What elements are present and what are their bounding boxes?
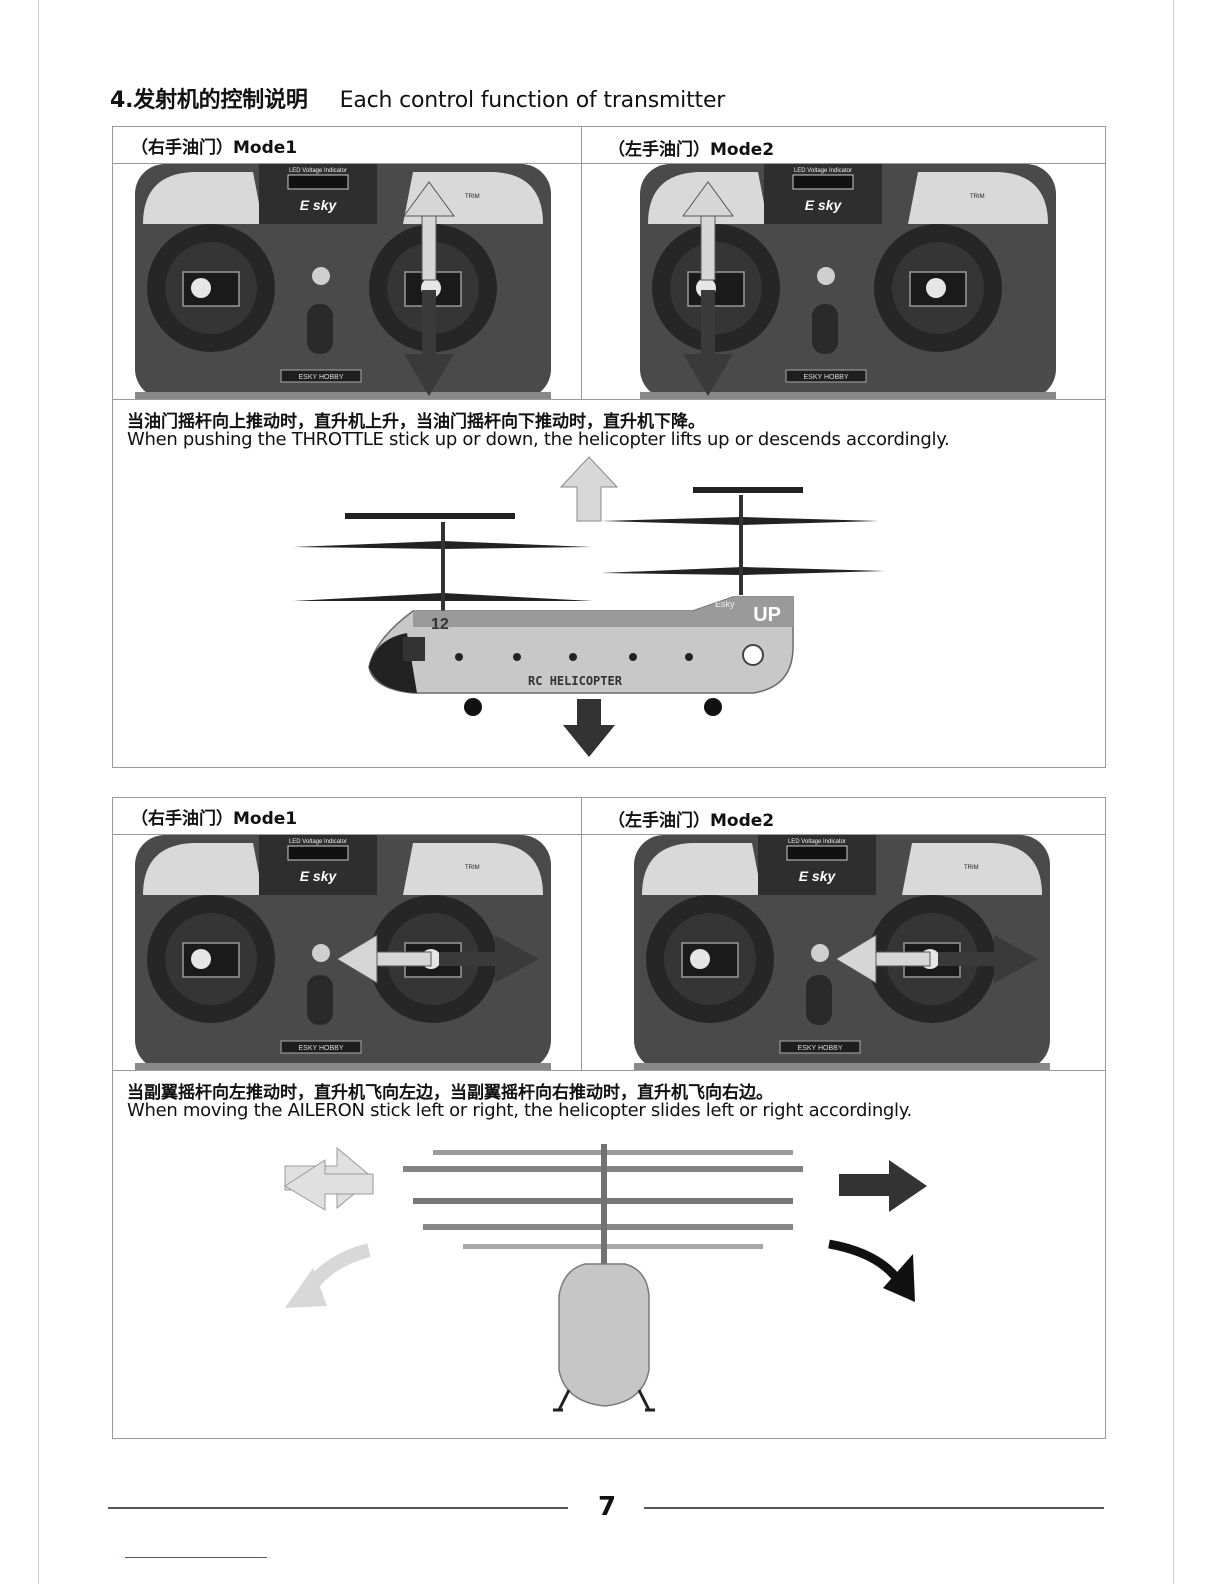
chinook-helicopter-illustration: RC HELICOPTER 12 UP Esky [113,127,1105,767]
tail-brand: Esky [715,599,735,609]
footer-rule-right [644,1507,1104,1509]
heading-cn: 4.发射机的控制说明 [110,88,308,113]
bottom-link-underline [125,1557,267,1558]
helicopter-front-illustration [113,798,1105,1438]
fuselage-text: RC HELICOPTER [528,674,623,688]
tilt-left-arrow [285,1250,369,1308]
fuselage-number: 12 [431,616,449,633]
descend-arrow [563,699,615,757]
heading-en: Each control function of transmitter [340,88,725,113]
slide-left-arrow [285,1148,373,1210]
helicopter-body-front [553,1264,655,1410]
page-number: 7 [598,1492,616,1522]
slide-right-arrow [839,1160,927,1212]
helicopter-fuselage: RC HELICOPTER 12 UP Esky [369,597,793,716]
ascend-arrow [561,457,617,521]
section-heading: 4.发射机的控制说明 Each control function of trans… [110,82,725,114]
aileron-panel: （右手油门）Mode1 LED Voltage Indicator E sky … [112,797,1106,1439]
tail-text: UP [753,604,781,626]
rotor-blur [403,1144,803,1264]
tilt-right-arrow [829,1244,915,1302]
throttle-panel: （右手油门）Mode1 LED Voltage Indicator E sky … [112,126,1106,768]
footer-rule-left [108,1507,568,1509]
